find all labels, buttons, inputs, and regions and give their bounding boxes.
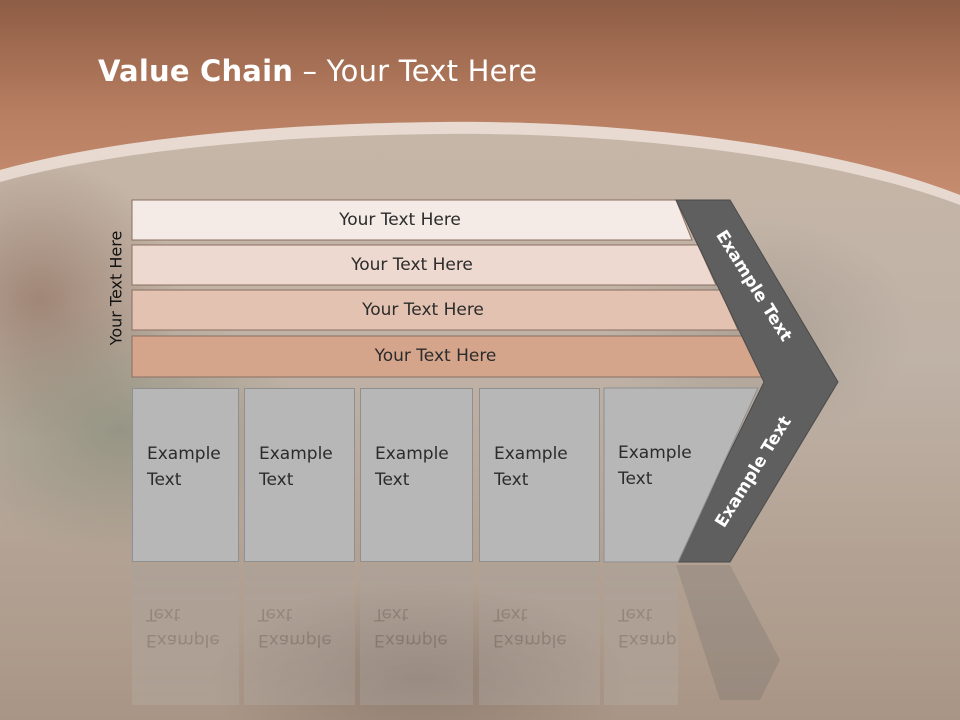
side-label: Your Text Here bbox=[106, 230, 126, 346]
band-1: Your Text Here bbox=[132, 200, 692, 240]
box-shape-5 bbox=[603, 387, 759, 563]
box-4: Example Text bbox=[479, 388, 600, 562]
box-3-label: Example Text bbox=[375, 444, 449, 490]
box-3-reflection: Example Text bbox=[360, 565, 473, 705]
band-shape-1 bbox=[131, 199, 693, 241]
box-5: Example Text bbox=[604, 388, 758, 562]
box-4-label: Example Text bbox=[494, 444, 568, 490]
band-4: Your Text Here bbox=[132, 336, 763, 376]
box-3: Example Text bbox=[360, 388, 473, 562]
box-2-reflection: Example Text bbox=[244, 565, 355, 705]
header-arc-highlight bbox=[0, 121, 960, 205]
band-2: Your Text Here bbox=[132, 245, 716, 285]
box-1: Example Text bbox=[132, 388, 239, 562]
band-shape-2 bbox=[131, 244, 717, 286]
box-2: Example Text bbox=[244, 388, 355, 562]
band-3-label: Your Text Here bbox=[362, 300, 484, 320]
page-title: Value Chain – Your Text Here bbox=[98, 54, 538, 88]
box-3-reflection-label: Example Text bbox=[374, 604, 448, 650]
box-1-label: Example Text bbox=[147, 444, 221, 490]
band-4-label: Your Text Here bbox=[374, 346, 497, 366]
box-5-label: Example Text bbox=[618, 443, 692, 489]
band-shape-3 bbox=[131, 289, 739, 331]
box-4-reflection-label: Example Text bbox=[493, 604, 567, 650]
box-2-reflection-label: Example Text bbox=[258, 604, 332, 650]
chevron-arrow bbox=[675, 199, 839, 563]
band-2-label: Your Text Here bbox=[351, 255, 473, 275]
chevron-reflection bbox=[676, 565, 780, 700]
box-1-reflection: Example Text bbox=[132, 565, 239, 705]
box-5-reflection-label: Example Text bbox=[618, 604, 678, 650]
band-3: Your Text Here bbox=[132, 290, 738, 330]
box-2-label: Example Text bbox=[259, 444, 333, 490]
box-4-reflection: Example Text bbox=[479, 565, 600, 705]
box-1-reflection-label: Example Text bbox=[146, 604, 220, 650]
header-band bbox=[0, 0, 960, 195]
box-5-reflection: Example Text bbox=[604, 565, 678, 705]
band-1-label: Your Text Here bbox=[339, 210, 461, 230]
